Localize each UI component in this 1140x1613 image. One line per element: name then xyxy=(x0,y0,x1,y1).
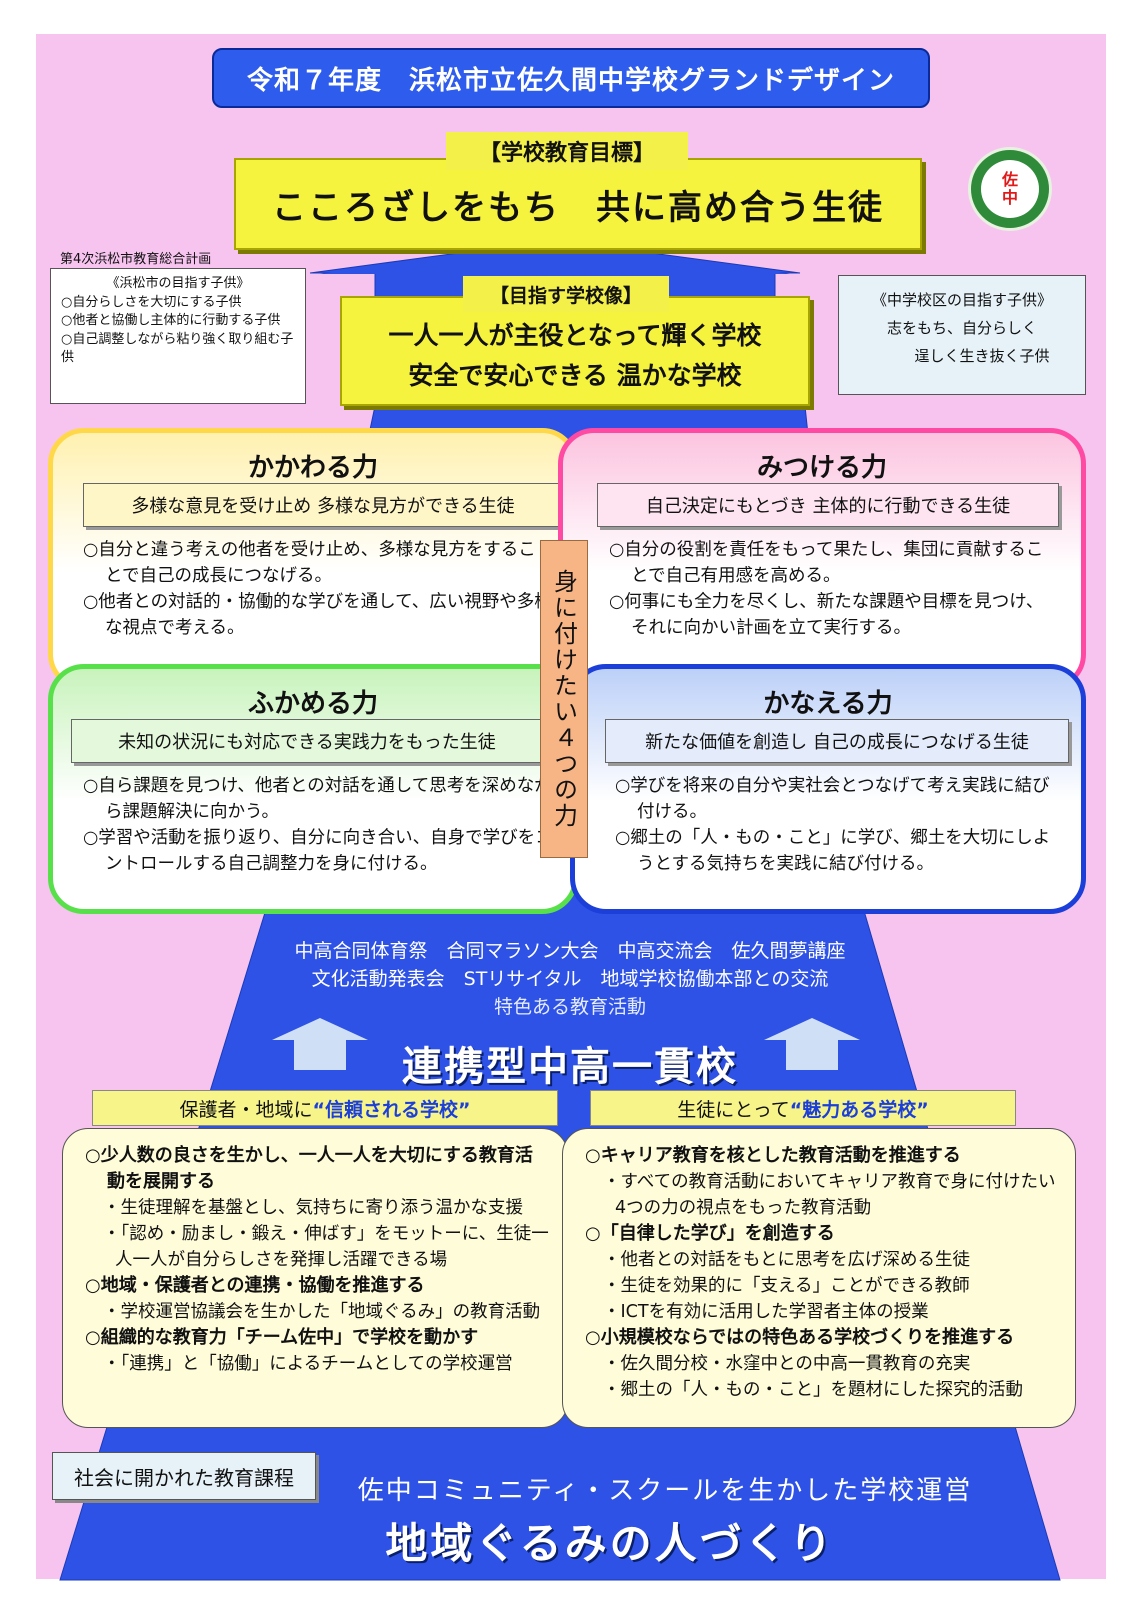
trusted-ribbon-prefix: 保護者・地域に xyxy=(179,1098,313,1121)
trusted-panel: ○少人数の良さを生かし、一人一人を大切にする教育活動を展開する・生徒理解を基盤と… xyxy=(62,1128,568,1428)
attractive-ribbon: 生徒にとって“魅力ある学校” xyxy=(590,1090,1016,1126)
panel-sub-item: ・ICTを有効に活用した学習者主体の授業 xyxy=(603,1302,929,1322)
power-item: ○自分と違う考えの他者を受け止め、多様な見方をすることで自己の成長につなげる。 xyxy=(83,540,536,586)
plan-source: 第4次浜松市教育総合計画 xyxy=(60,252,212,267)
logo-char-chu: 中 xyxy=(1001,188,1018,207)
panel-main-item: ○少人数の良さを生かし、一人一人を大切にする教育活動を展開する xyxy=(85,1145,533,1192)
city-plan-item: ○自分らしさを大切にする子供 xyxy=(61,294,242,310)
panel-sub-item: ・郷土の「人・もの・こと」を題材にした探究的活動 xyxy=(603,1380,1023,1400)
school-image-box: 一人一人が主役となって輝く学校 安全で安心できる 温かな学校 xyxy=(340,296,810,406)
power-item: ○学びを将来の自分や実社会とつなげて考え実践に結び付ける。 xyxy=(615,776,1050,822)
motto-text: 地域ぐるみの人づくり xyxy=(385,1519,835,1568)
power-fukameru: ふかめる力 未知の状況にも対応できる実践力をもった生徒 ○自ら課題を見つけ、他者… xyxy=(48,664,578,914)
community-school-text: 佐中コミュニティ・スクールを生かした学校運営 xyxy=(357,1476,973,1506)
school-image-label: 【目指す学校像】 xyxy=(463,276,669,312)
integrated-school-title: 連携型中高一貫校 xyxy=(402,1044,738,1090)
school-image-line2: 安全で安心できる 温かな学校 xyxy=(408,361,742,390)
trusted-ribbon-bold: “信頼される学校” xyxy=(312,1098,471,1121)
district-title: 《中学校区の目指す子供》 xyxy=(871,291,1052,309)
four-powers-label: 身に付けたい４つの力 xyxy=(540,540,588,858)
power-subtitle: 未知の状況にも対応できる実践力をもった生徒 xyxy=(71,719,543,763)
panel-sub-item: ・すべての教育活動においてキャリア教育で身に付けたい4つの力の視点をもった教育活… xyxy=(603,1172,1056,1218)
school-logo: 佐 中 xyxy=(968,147,1052,231)
power-subtitle: 自己決定にもとづき 主体的に行動できる生徒 xyxy=(597,483,1059,527)
power-item: ○何事にも全力を尽くし、新たな課題や目標を見つけ、それに向かい計画を立て実行する… xyxy=(609,592,1044,638)
power-name: かかわる力 xyxy=(247,453,378,483)
power-item: ○郷土の「人・もの・こと」に学び、郷土を大切にしようとする気持ちを実践に結び付け… xyxy=(615,828,1051,874)
city-plan-title: 《浜松市の目指す子供》 xyxy=(106,276,250,291)
panel-main-item: ○組織的な教育力「チーム佐中」で学校を動かす xyxy=(85,1327,479,1348)
logo-char-sa: 佐 xyxy=(1001,170,1018,189)
power-name: かなえる力 xyxy=(763,689,893,719)
panel-sub-item: ・佐久間分校・水窪中との中高一貫教育の充実 xyxy=(603,1354,971,1374)
power-mitsukeru: みつける力 自己決定にもとづき 主体的に行動できる生徒 ○自分の役割を責任をもっ… xyxy=(558,428,1086,690)
attractive-ribbon-prefix: 生徒にとって xyxy=(677,1098,790,1121)
power-subtitle: 多様な意見を受け止め 多様な見方ができる生徒 xyxy=(83,483,563,527)
district-box: 《中学校区の目指す子供》 志をもち、自分らしく 逞しく生き抜く子供 xyxy=(838,275,1086,395)
panel-sub-item: ・「認め・励まし・鍛え・伸ばす」をモットーに、生徒一人一人が自分らしさを発揮し活… xyxy=(103,1224,549,1270)
city-plan-item: ○他者と協働し主体的に行動する子供 xyxy=(61,313,281,328)
right-up-arrow xyxy=(764,1018,860,1070)
panel-sub-item: ・「連携」と「協働」によるチームとしての学校運営 xyxy=(103,1354,513,1374)
power-kanaeru: かなえる力 新たな価値を創造し 自己の成長につなげる生徒 ○学びを将来の自分や実… xyxy=(570,664,1086,914)
activities-label: 特色ある教育活動 xyxy=(493,996,646,1018)
panel-main-item: ○キャリア教育を核とした教育活動を推進する xyxy=(585,1145,961,1166)
attractive-ribbon-bold: “魅力ある学校” xyxy=(789,1098,929,1121)
district-line2: 逞しく生き抜く子供 xyxy=(914,347,1050,365)
school-image-line1: 一人一人が主役となって輝く学校 xyxy=(388,321,762,350)
panel-main-item: ○地域・保護者との連携・協働を推進する xyxy=(85,1275,425,1296)
trusted-ribbon: 保護者・地域に“信頼される学校” xyxy=(92,1090,558,1126)
page-title: 令和７年度 浜松市立佐久間中学校グランドデザイン xyxy=(212,48,930,108)
panel-main-item: ○「自律した学び」を創造する xyxy=(585,1223,835,1244)
school-goal-label: 【学校教育目標】 xyxy=(446,132,688,170)
power-item: ○他者との対話的・協働的な学びを通して、広い視野や多様な視点で考える。 xyxy=(83,592,552,638)
city-plan-box: 《浜松市の目指す子供》 ○自分らしさを大切にする子供 ○他者と協働し主体的に行動… xyxy=(50,268,306,404)
panel-sub-item: ・生徒理解を基盤とし、気持ちに寄り添う温かな支援 xyxy=(103,1198,523,1218)
panel-sub-item: ・他者との対話をもとに思考を広げ深める生徒 xyxy=(603,1250,970,1270)
power-item: ○学習や活動を振り返り、自分に向き合い、自身で学びをコントロールする自己調整力を… xyxy=(83,828,553,874)
curriculum-label: 社会に開かれた教育課程 xyxy=(52,1452,316,1500)
city-plan-item: ○自己調整しながら粘り強く取り組む子供 xyxy=(61,331,294,366)
school-goal: こころざしをもち 共に高め合う生徒 xyxy=(234,158,922,250)
district-line1: 志をもち、自分らしく xyxy=(886,319,1037,337)
attractive-panel: ○キャリア教育を核とした教育活動を推進する・すべての教育活動においてキャリア教育… xyxy=(562,1128,1076,1428)
power-subtitle: 新たな価値を創造し 自己の成長につなげる生徒 xyxy=(605,719,1069,763)
panel-sub-item: ・生徒を効果的に「支える」ことができる教師 xyxy=(603,1276,970,1296)
power-name: みつける力 xyxy=(756,453,887,483)
panel-main-item: ○小規模校ならではの特色ある学校づくりを推進する xyxy=(585,1327,1015,1348)
power-item: ○自分の役割を責任をもって果たし、集団に貢献することで自己有用感を高める。 xyxy=(609,540,1044,586)
power-kakawaru: かかわる力 多様な意見を受け止め 多様な見方ができる生徒 ○自分と違う考えの他者… xyxy=(48,428,578,690)
activities-line1: 中高合同体育祭 合同マラソン大会 中高交流会 佐久間夢講座 xyxy=(294,940,846,962)
power-item: ○自ら課題を見つけ、他者との対話を通して思考を深めながら課題解決に向かう。 xyxy=(83,776,552,822)
power-name: ふかめる力 xyxy=(247,689,378,719)
activities-line2: 文化活動発表会 STリサイタル 地域学校協働本部との交流 xyxy=(311,968,829,990)
left-up-arrow xyxy=(272,1018,368,1070)
panel-sub-item: ・学校運営協議会を生かした「地域ぐるみ」の教育活動 xyxy=(103,1302,541,1322)
